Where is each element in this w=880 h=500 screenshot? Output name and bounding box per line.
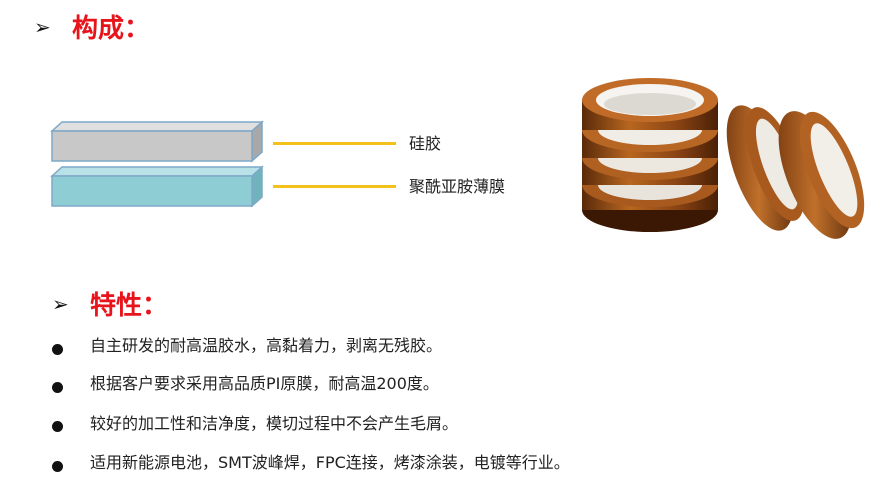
feature-item-4: 适用新能源电池，SMT波峰焊，FPC连接，烤漆涂装，电镀等行业。 <box>90 453 570 472</box>
arrow-right-icon: ➢ <box>34 15 51 39</box>
bullet-dot <box>52 421 63 432</box>
composition-title: 构成： <box>72 14 151 44</box>
arrow-right-icon: ➢ <box>52 292 69 316</box>
connector-line <box>273 185 396 188</box>
bullet-dot <box>52 344 63 355</box>
stacked-tape-rolls <box>582 78 718 232</box>
connector-line <box>273 142 396 145</box>
bullet-dot <box>52 461 63 472</box>
bullet-dot <box>52 382 63 393</box>
layer-label-silicone: 硅胶 <box>409 134 442 153</box>
layer-diagram <box>50 120 264 208</box>
feature-item-3: 较好的加工性和洁净度，模切过程中不会产生毛屑。 <box>90 414 459 433</box>
tape-rolls-image <box>582 78 865 239</box>
silicone-layer <box>50 120 264 163</box>
layer-label-polyimide: 聚酰亚胺薄膜 <box>409 177 506 196</box>
feature-item-1: 自主研发的耐高温胶水，高黏着力，剥离无残胶。 <box>90 336 443 355</box>
standing-tape-rolls <box>726 105 865 239</box>
features-title: 特性： <box>90 291 169 321</box>
polyimide-layer <box>50 165 264 208</box>
feature-item-2: 根据客户要求采用高品质PI原膜，耐高温200度。 <box>90 374 439 393</box>
